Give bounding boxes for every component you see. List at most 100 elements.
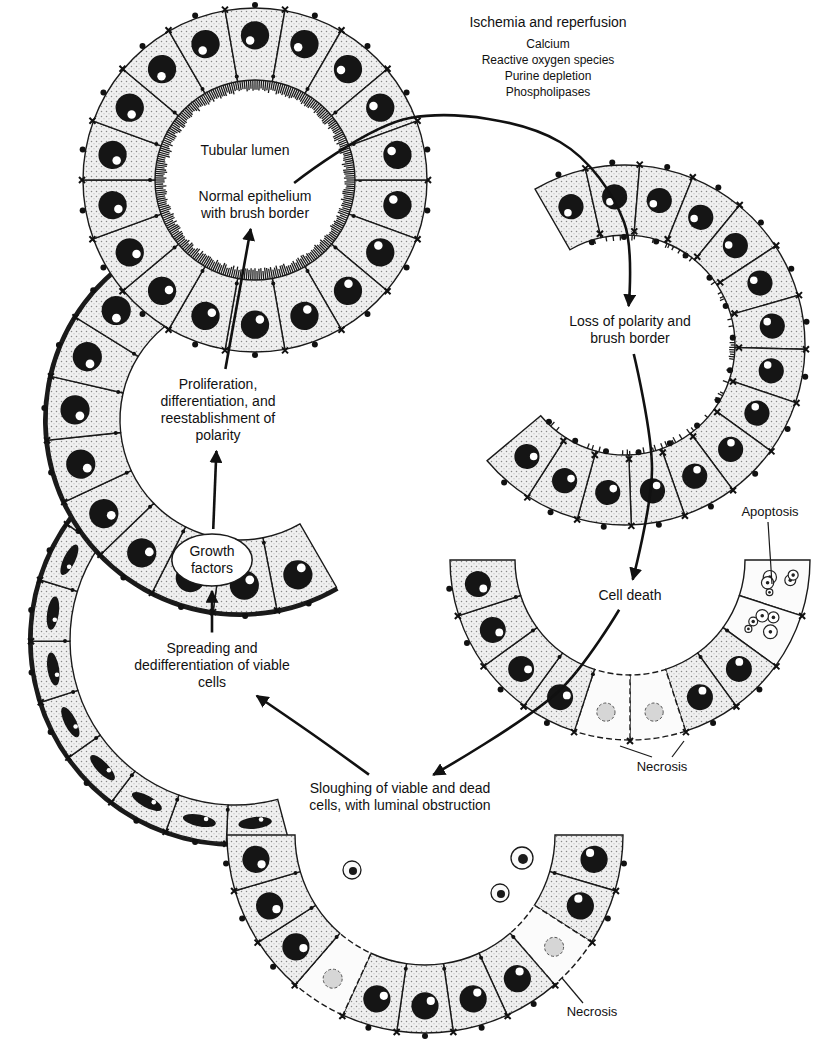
tubule-ring <box>446 560 810 744</box>
junction-symbol <box>415 118 421 124</box>
stage-text: Sloughing of viable and dead cells, with… <box>302 780 499 814</box>
membrane-dot <box>148 178 152 182</box>
nucleolus <box>374 241 382 249</box>
nucleolus <box>727 439 735 447</box>
junction-symbol <box>733 703 739 709</box>
nucleus <box>241 844 272 875</box>
nucleolus <box>574 895 582 903</box>
membrane-dot <box>100 90 106 96</box>
membrane-dot <box>446 586 452 592</box>
stage-label: Sloughing of viable and dead cells, with… <box>298 777 503 817</box>
stage-label: Loss of polarity and brush border <box>555 310 705 350</box>
nucleolus <box>564 209 572 217</box>
microvillus <box>156 192 167 193</box>
membrane-dot <box>603 448 609 454</box>
membrane-dot <box>173 111 177 115</box>
junction-symbol <box>44 437 50 443</box>
nucleolus <box>112 314 121 323</box>
nucleolus <box>107 768 112 773</box>
microvillus <box>346 167 354 168</box>
nucleus <box>678 459 712 493</box>
nucleus <box>182 812 217 830</box>
nucleolus <box>73 724 78 729</box>
microvillus <box>344 190 355 191</box>
junction-symbol <box>730 487 736 493</box>
microvillus <box>341 199 353 202</box>
microvillus <box>344 177 355 179</box>
junction-symbol <box>560 438 566 444</box>
tubule-ring <box>79 2 431 358</box>
junction-symbol <box>637 162 643 168</box>
microvillus <box>209 91 214 101</box>
microvillus <box>163 214 174 219</box>
chromatin-fragment <box>772 616 776 620</box>
apoptotic-body <box>756 610 768 622</box>
junction-symbol <box>255 940 261 946</box>
nucleolus <box>751 403 759 411</box>
pale-nucleus <box>545 937 564 956</box>
junction-symbol <box>72 314 78 320</box>
membrane-dot <box>404 90 410 96</box>
junction-symbol <box>89 236 95 242</box>
junction-symbol <box>627 738 633 744</box>
membrane-dot <box>514 595 518 599</box>
nucleus <box>96 139 129 172</box>
membrane-dot <box>80 147 86 153</box>
stage-text: Spreading and dedifferentiation of viabl… <box>129 640 296 691</box>
junction-symbol <box>415 236 421 242</box>
junction-symbol <box>481 663 487 669</box>
microvillus <box>344 173 354 175</box>
junction-symbol <box>28 638 34 644</box>
nucleolus <box>763 318 771 326</box>
junction-symbol <box>631 228 637 234</box>
microvillus <box>155 185 166 187</box>
membrane-dot <box>501 479 507 485</box>
chromatin-fragment <box>747 628 750 631</box>
microvillus <box>343 198 353 200</box>
mechanism-item: Phospholipases <box>506 85 591 99</box>
microvillus <box>233 82 235 91</box>
microvillus <box>268 81 270 93</box>
junction-symbol <box>48 373 54 379</box>
membrane-dot <box>201 87 205 91</box>
junction-symbol <box>89 118 95 124</box>
membrane-dot <box>531 629 535 633</box>
nucleus <box>129 788 164 814</box>
membrane-dot <box>548 509 554 515</box>
junction-symbol <box>274 607 280 613</box>
membrane-dot <box>178 604 184 610</box>
junction-symbol <box>574 517 580 523</box>
nucleolus <box>83 464 92 473</box>
stage-label: Normal epithelium with brush border <box>188 185 323 225</box>
junction-symbol <box>796 292 802 298</box>
nucleolus <box>427 997 435 1005</box>
nucleolus <box>303 305 311 313</box>
chromatin-fragment <box>768 591 771 594</box>
nucleus <box>286 26 322 62</box>
chromatin-fragment <box>769 630 773 634</box>
sloughed-cell <box>511 847 533 869</box>
membrane-dot <box>664 164 670 170</box>
process-arrow <box>257 696 369 775</box>
nucleolus <box>246 36 254 44</box>
stage-text: Normal epithelium with brush border <box>192 188 319 222</box>
membrane-dot <box>175 798 179 802</box>
membrane-dot <box>63 639 67 643</box>
microvillus <box>300 259 305 267</box>
membrane-dot <box>271 281 275 285</box>
membrane-dot <box>90 287 96 293</box>
junction-symbol <box>163 829 169 835</box>
epithelial-cell <box>731 295 805 349</box>
microvillus <box>262 80 264 90</box>
nucleus <box>555 190 588 223</box>
junction-symbol <box>222 7 228 13</box>
nucleus <box>594 479 622 507</box>
membrane-dot <box>239 915 245 921</box>
microvillus <box>254 80 255 90</box>
nucleolus <box>67 564 72 569</box>
process-arrow <box>225 229 250 369</box>
sloughed-cell <box>491 884 509 902</box>
membrane-dot <box>589 239 595 245</box>
microvillus <box>346 187 355 189</box>
